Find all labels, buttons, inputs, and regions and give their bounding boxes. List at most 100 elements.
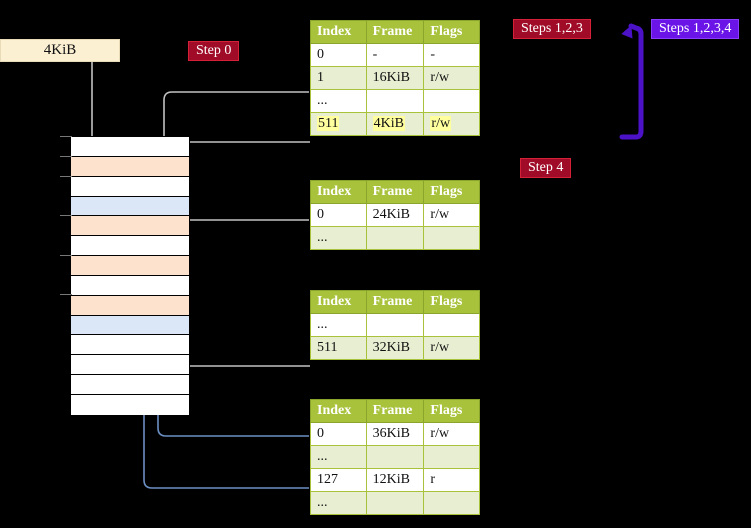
badge-steps-1234[interactable]: Steps 1,2,3,4 (651, 19, 740, 39)
cell-flags: r/w (423, 203, 480, 227)
cell-index: 0 (310, 203, 367, 227)
cell-index: 511 (310, 336, 367, 360)
memory-row (71, 196, 189, 217)
cell-frame: - (365, 43, 425, 67)
memory-row (71, 176, 189, 197)
cell-flags: r (423, 468, 480, 492)
memory-tick (60, 294, 72, 295)
cell-frame (365, 313, 425, 337)
memory-row (71, 156, 189, 177)
cell-frame: 24KiB (365, 203, 425, 227)
badge-steps-123[interactable]: Steps 1,2,3 (513, 19, 591, 39)
cell-index: 0 (310, 43, 367, 67)
memory-row (71, 315, 189, 336)
column-header-index: Index (310, 399, 367, 423)
column-header-flags: Flags (423, 399, 480, 423)
cell-frame: 36KiB (365, 422, 425, 446)
memory-tick (60, 255, 72, 256)
memory-row (71, 375, 189, 395)
cell-index: ... (310, 445, 367, 469)
memory-tick (60, 156, 72, 157)
memory-row (71, 256, 189, 276)
column-header-flags: Flags (423, 20, 480, 44)
cell-frame: 32KiB (365, 336, 425, 360)
column-header-frame: Frame (365, 20, 425, 44)
cell-flags: r/w (423, 66, 480, 90)
column-header-index: Index (310, 290, 367, 314)
cell-frame (365, 226, 425, 250)
cell-frame (365, 491, 425, 515)
cell-frame (365, 445, 425, 469)
table-header-row: Index Frame Flags (310, 290, 480, 314)
cell-flags: r/w (423, 422, 480, 446)
memory-tick (60, 136, 72, 137)
cell-index: 0 (310, 422, 367, 446)
memory-tick (60, 176, 72, 177)
highlighted-value: 4KiB (372, 116, 405, 131)
cell-flags (423, 226, 480, 250)
badge-step-0[interactable]: Step 0 (188, 41, 240, 61)
column-header-index: Index (310, 180, 367, 204)
table-row: ... (310, 313, 480, 337)
cell-flags (423, 445, 480, 469)
cell-frame: 16KiB (365, 66, 425, 90)
memory-row (71, 355, 189, 376)
cell-flags: r/w (423, 112, 480, 136)
table-row: ... (310, 445, 480, 469)
table-header-row: Index Frame Flags (310, 180, 480, 204)
cell-index: 1 (310, 66, 367, 90)
column-header-flags: Flags (423, 180, 480, 204)
table-header-row: Index Frame Flags (310, 20, 480, 44)
cell-index: 127 (310, 468, 367, 492)
cell-frame: 12KiB (365, 468, 425, 492)
memory-row (71, 236, 189, 257)
table-row: ... (310, 89, 480, 113)
highlighted-value: r/w (430, 116, 452, 131)
memory-row (71, 335, 189, 356)
cell-index: ... (310, 313, 367, 337)
memory-row (71, 394, 189, 415)
highlighted-value: 511 (317, 116, 340, 131)
cell-frame (365, 89, 425, 113)
table-row: ... (310, 226, 480, 250)
memory-row (71, 295, 189, 316)
table-row: 511 4KiB r/w (310, 112, 480, 136)
cell-flags: - (423, 43, 480, 67)
table-row: ... (310, 491, 480, 515)
column-header-flags: Flags (423, 290, 480, 314)
cell-frame: 4KiB (365, 112, 425, 136)
memory-size-label: 4KiB (0, 39, 120, 62)
cell-flags: r/w (423, 336, 480, 360)
column-header-index: Index (310, 20, 367, 44)
physical-memory-column (70, 136, 190, 415)
cell-flags (423, 313, 480, 337)
cell-index: ... (310, 491, 367, 515)
memory-tick (60, 215, 72, 216)
memory-row (71, 275, 189, 296)
cell-flags (423, 89, 480, 113)
memory-row (71, 137, 189, 157)
table-row: 0-- (310, 43, 480, 67)
column-header-frame: Frame (365, 180, 425, 204)
memory-row (71, 216, 189, 237)
column-header-frame: Frame (365, 399, 425, 423)
column-header-frame: Frame (365, 290, 425, 314)
cell-flags (423, 491, 480, 515)
cell-index: 511 (310, 112, 367, 136)
cell-index: ... (310, 226, 367, 250)
cell-index: ... (310, 89, 367, 113)
badge-step-4[interactable]: Step 4 (520, 158, 572, 178)
table-header-row: Index Frame Flags (310, 399, 480, 423)
